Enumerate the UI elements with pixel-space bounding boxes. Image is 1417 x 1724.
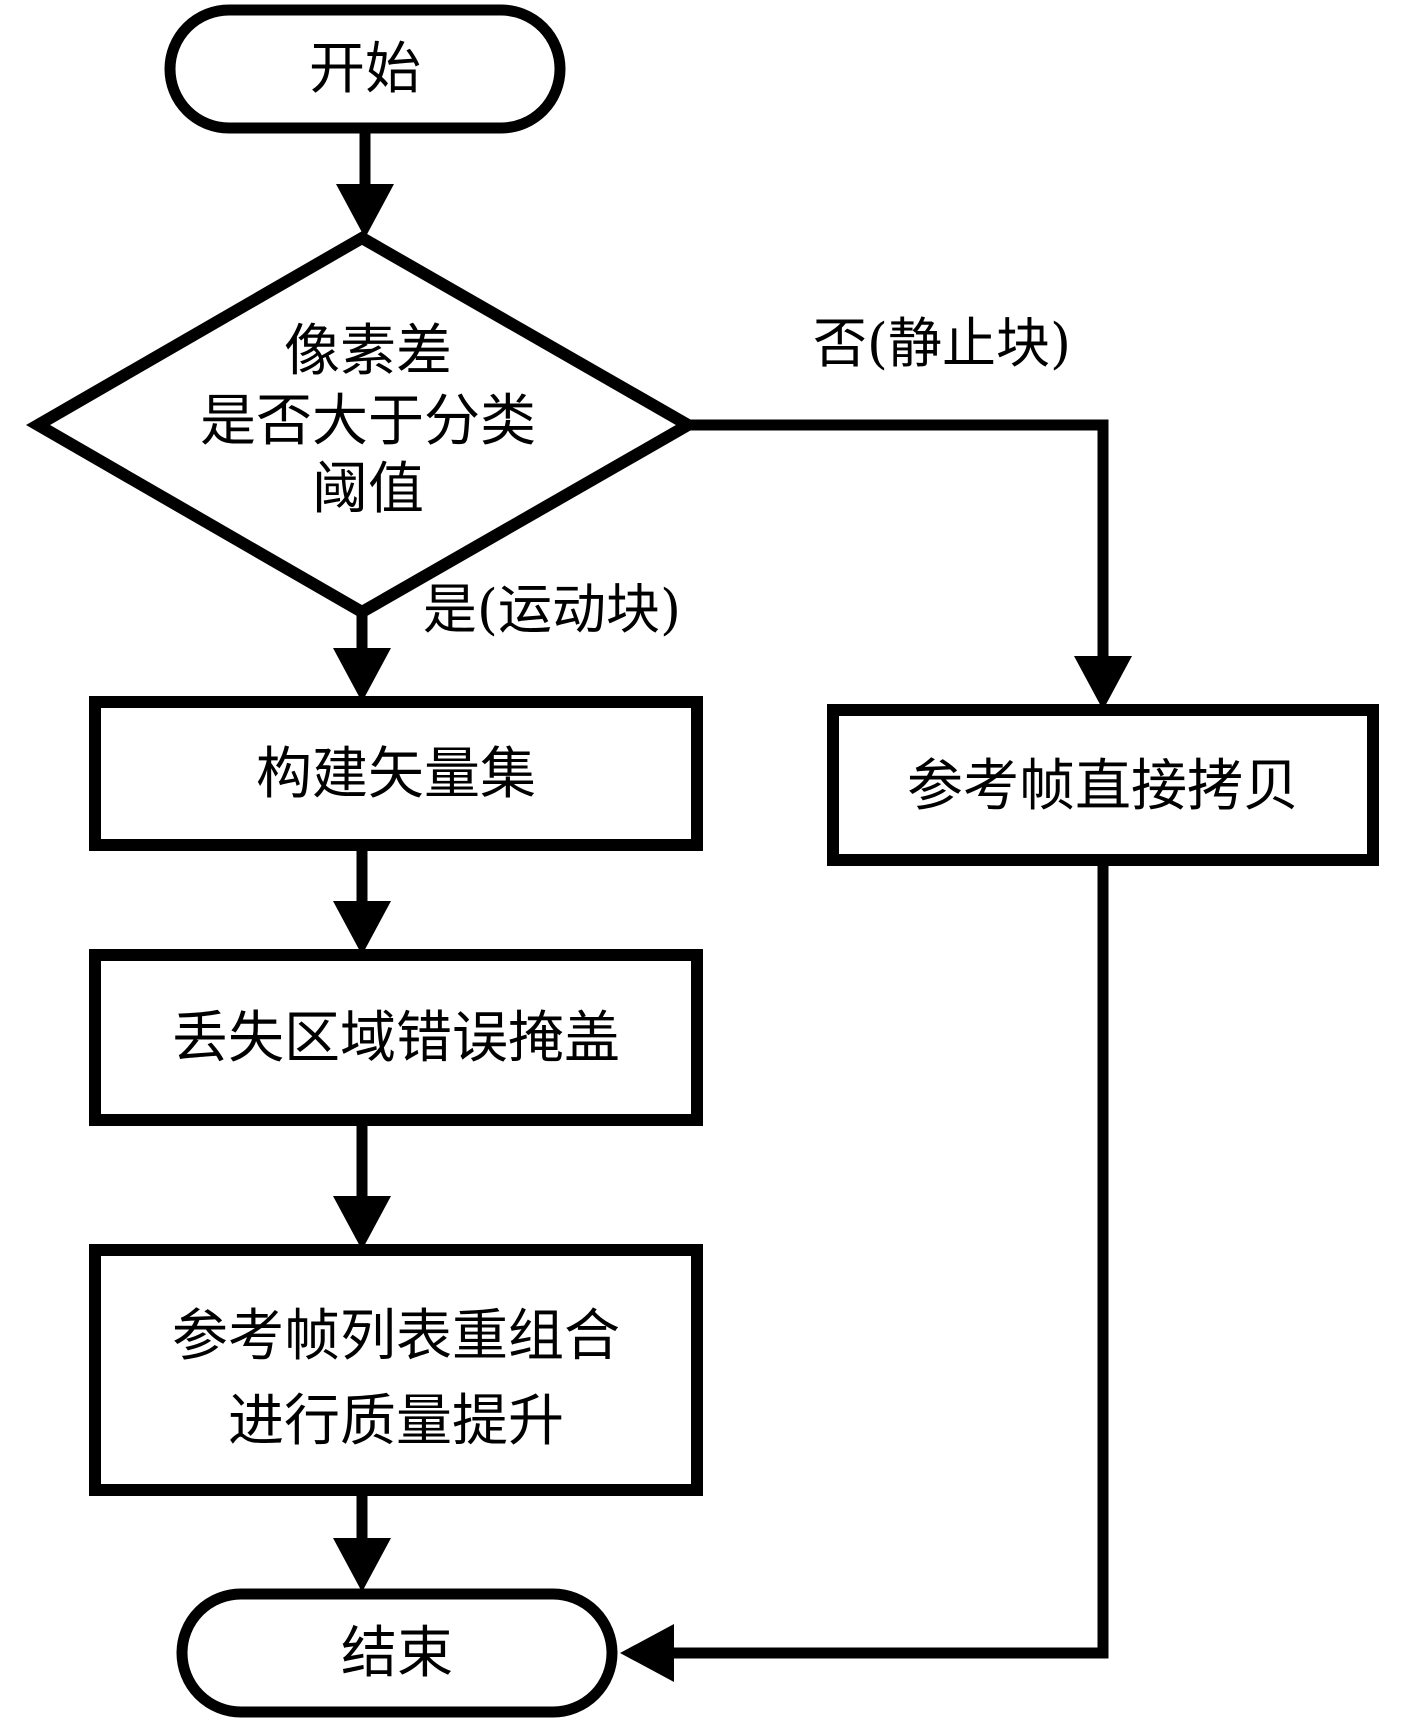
arrowhead-loss-region-to-ref-list: [333, 1196, 391, 1250]
node-end: [176, 1588, 618, 1718]
node-loss-region-concealment: [89, 949, 703, 1126]
node-decision-label-line2: 是否大于分类: [200, 389, 536, 454]
arrowhead-start-to-decision: [336, 184, 394, 238]
node-ref-list-recombine-label-line2: 进行质量提升: [228, 1389, 564, 1454]
arrowhead-ref-list-to-end: [333, 1538, 391, 1592]
node-decision: [25, 231, 701, 619]
node-start-label: 开始: [309, 37, 421, 102]
arrowhead-ref-frame-copy-to-end: [620, 1624, 674, 1682]
arrowhead-build-vector-set-to-loss-region: [333, 901, 391, 955]
node-start: [164, 4, 566, 134]
node-loss-region-concealment-label: 丢失区域错误掩盖: [172, 1006, 620, 1071]
arrowhead-decision-to-build-vector-set: [333, 648, 391, 702]
node-ref-frame-copy-label: 参考帧直接拷贝: [907, 754, 1299, 819]
edge-label-yes-branch: 是(运动块): [423, 578, 681, 641]
edge-decision-to-ref-frame-copy: [684, 419, 1109, 664]
edge-label-no-branch: 否(静止块): [813, 312, 1071, 375]
node-build-vector-set: [89, 696, 703, 851]
node-end-label: 结束: [341, 1621, 453, 1686]
node-decision-label-line3: 阈值: [312, 457, 424, 522]
node-ref-frame-copy: [827, 704, 1379, 866]
node-build-vector-set-label: 构建矢量集: [256, 742, 536, 807]
node-decision-label-line1: 像素差: [284, 319, 452, 384]
arrowhead-decision-to-ref-frame-copy: [1074, 656, 1132, 710]
node-ref-list-recombine: [89, 1244, 703, 1496]
edge-ref-frame-copy-to-end: [668, 860, 1109, 1659]
node-ref-list-recombine-label-line1: 参考帧列表重组合: [172, 1304, 620, 1369]
